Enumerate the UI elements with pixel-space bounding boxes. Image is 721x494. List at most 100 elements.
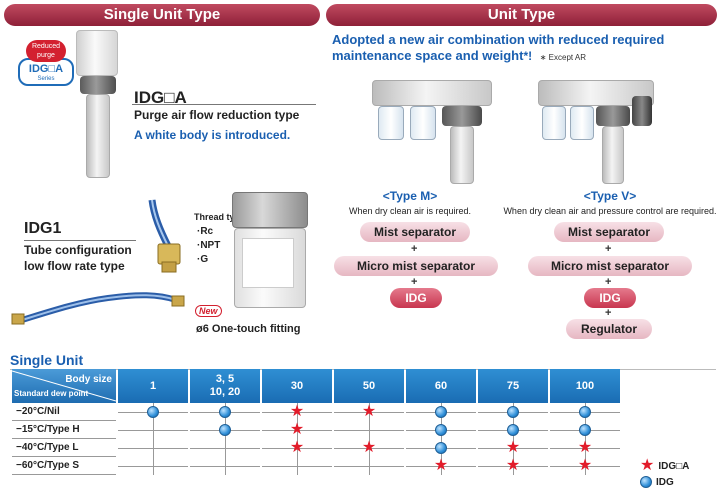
col-size-60: 60: [406, 369, 476, 403]
star-icon: ★: [577, 439, 593, 456]
idg1-line1: Tube configuration: [24, 243, 132, 257]
circle-icon: [640, 476, 652, 488]
type-v-mist-separator: Mist separator: [554, 222, 664, 242]
idga-note: A white body is introduced.: [134, 128, 291, 142]
circle-icon: [507, 405, 519, 418]
star-icon: ★: [289, 439, 305, 456]
thread-type-g: ·G: [197, 254, 209, 265]
badge-model: IDG□A: [28, 63, 64, 75]
circle-icon: [219, 423, 231, 436]
section-header-unit-type: Unit Type: [326, 4, 717, 26]
table-cell: [478, 421, 548, 439]
table-cell: [118, 403, 188, 421]
table-cell: ★: [262, 403, 332, 421]
thread-type-title: Thread type: [194, 212, 246, 222]
col-size-100: 100: [550, 369, 620, 403]
col-size-60-line1: 60: [434, 379, 448, 392]
idga-product-image: [72, 30, 126, 180]
table-cell: [550, 403, 620, 421]
star-icon: ★: [505, 457, 521, 474]
type-m-title: <Type M>: [382, 189, 438, 203]
unit-headline-line2: maintenance space and weight*! ∗ Except …: [332, 48, 586, 63]
col-size-50-line1: 50: [362, 379, 376, 392]
table-cell: [550, 421, 620, 439]
col-size-1: 1: [118, 369, 188, 403]
new-badge: New: [195, 305, 222, 317]
idg1-tube-image: [11, 292, 185, 325]
table-cell: ★: [334, 439, 404, 457]
row-label: −40°C/Type L: [12, 439, 116, 457]
col-size-75: 75: [478, 369, 548, 403]
type-m-plus-1: +: [411, 243, 418, 255]
table-cell: [118, 457, 188, 475]
thread-type-npt: ·NPT: [197, 240, 221, 251]
table-cell: [190, 403, 260, 421]
table-cell: [406, 439, 476, 457]
fitting-label: ø6 One-touch fitting: [196, 323, 301, 335]
thread-type-rc: ·Rc: [197, 226, 214, 237]
dew-point-label: Standard dew point: [14, 389, 89, 398]
col-size-30-line1: 30: [290, 379, 304, 392]
type-v-title: <Type V>: [583, 189, 637, 203]
thread-fitting-image: [148, 199, 181, 273]
reduced-purge-badge: Reduced purge IDG□A Series: [18, 40, 74, 88]
circle-icon: [435, 405, 447, 418]
star-icon: ★: [361, 403, 377, 420]
star-icon: ★: [361, 439, 377, 456]
table-row: −15°C/Type H ★: [12, 421, 620, 439]
badge-series: Series: [37, 76, 55, 82]
idg1-divider: [24, 240, 136, 241]
col-size-100-line1: 100: [575, 379, 595, 392]
legend-item-idga: ★ IDG□A: [640, 458, 714, 474]
idg1-model-title: IDG1: [24, 220, 62, 237]
row-label: −60°C/Type S: [12, 457, 116, 475]
table-cell: [334, 421, 404, 439]
type-m-unit-image: [372, 72, 492, 184]
table-cell: [118, 421, 188, 439]
row-label: −15°C/Type H: [12, 421, 116, 439]
type-m-micro-mist-separator: Micro mist separator: [334, 256, 498, 276]
table-cell: [190, 439, 260, 457]
unit-footnote: ∗ Except AR: [539, 53, 587, 62]
type-v-unit-image: [538, 72, 654, 184]
legend-label-idg: IDG: [656, 476, 674, 488]
circle-icon: [435, 423, 447, 436]
type-v-desc: When dry clean air and pressure control …: [503, 206, 717, 216]
table-cell: ★: [334, 403, 404, 421]
type-m-desc: When dry clean air is required.: [348, 206, 472, 216]
table-cell: [262, 457, 332, 475]
unit-headline-mark: *!: [523, 49, 533, 63]
col-size-1-line1: 1: [149, 379, 157, 392]
single-unit-heading: Single Unit: [10, 352, 84, 368]
body-size-label: Body size: [65, 374, 112, 385]
circle-icon: [147, 405, 159, 418]
table-cell: ★: [550, 457, 620, 475]
table-cell: ★: [262, 439, 332, 457]
idga-divider: [132, 104, 316, 105]
type-v-plus-2: +: [605, 276, 612, 288]
star-icon: ★: [505, 439, 521, 456]
idga-description: Purge air flow reduction type: [134, 108, 300, 122]
badge-line2: purge: [37, 52, 55, 59]
star-icon: ★: [433, 457, 449, 474]
type-m-idg: IDG: [390, 288, 442, 308]
col-size-30: 30: [262, 369, 332, 403]
legend-item-idg: IDG: [640, 474, 714, 490]
table-cell: [478, 403, 548, 421]
table-body: −20°C/Nil★★−15°C/Type H★−40°C/Type L★★★★…: [12, 403, 620, 475]
table-cell: ★: [262, 421, 332, 439]
star-icon: ★: [289, 421, 305, 438]
table-row: −40°C/Type L ★ ★ ★ ★: [12, 439, 620, 457]
idg1-line2: low flow rate type: [24, 259, 125, 273]
type-v-micro-mist-separator: Micro mist separator: [528, 256, 692, 276]
table-cell: ★: [550, 439, 620, 457]
type-v-plus-1: +: [605, 243, 612, 255]
row-label: −20°C/Nil: [12, 403, 116, 421]
circle-icon: [435, 441, 447, 454]
type-v-plus-3: +: [605, 307, 612, 319]
badge-line1: Reduced: [31, 43, 61, 50]
col-size-50: 50: [334, 369, 404, 403]
circle-icon: [507, 423, 519, 436]
